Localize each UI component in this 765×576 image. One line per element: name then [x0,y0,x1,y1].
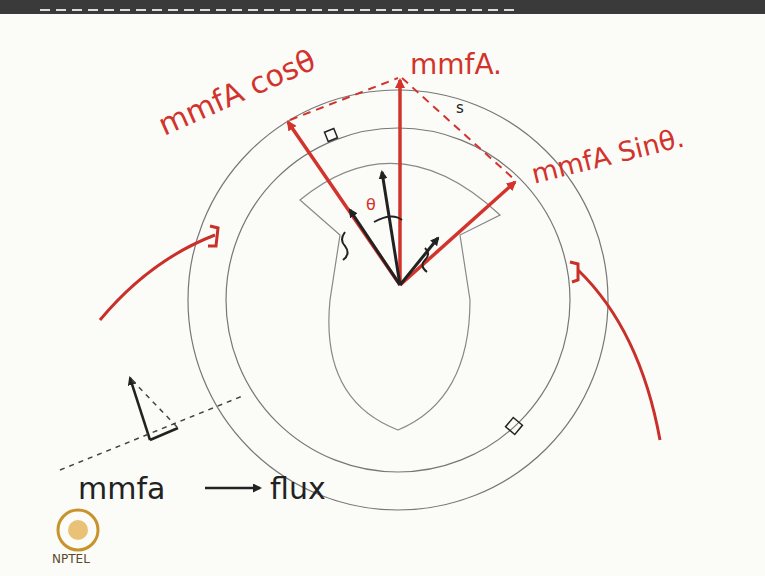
vector-label: mmfA Sinθ. [528,123,687,190]
dashed-line [40,9,520,11]
sketch-vector [150,428,178,440]
mmf-vector [398,80,402,285]
brace [342,232,348,260]
winding-conductor [570,262,578,282]
vector-label: mmfA cosθ [153,43,320,141]
flux-component [400,238,438,285]
conversion-arrow [205,487,260,490]
logo-ring [58,510,98,550]
mmf-cos-vector [288,122,400,285]
vector-label: mmfA. [410,50,502,81]
projection-line [290,78,398,120]
angle-label: θ [366,196,376,214]
stator-inner [226,128,570,472]
note-text: flux [270,472,326,505]
right-angle-mark [506,418,523,435]
right-angle-mark [324,128,337,141]
mmf-sin-vector [400,182,515,285]
projection-line [402,78,515,180]
brace [422,248,428,272]
winding-conductor [208,226,218,246]
winding-lead [578,270,660,440]
stator-outer [188,90,608,510]
sketch-dashed [132,380,178,428]
logo-text: NPTEL [52,553,90,566]
axis-label: s [456,100,464,117]
angle-arc [374,216,402,222]
sketch-dashed [60,395,245,470]
paper-edge [0,0,765,14]
flux-vector [382,172,400,285]
note-text: mmfa [78,472,165,505]
logo-core [68,520,88,540]
winding-lead [100,235,215,320]
